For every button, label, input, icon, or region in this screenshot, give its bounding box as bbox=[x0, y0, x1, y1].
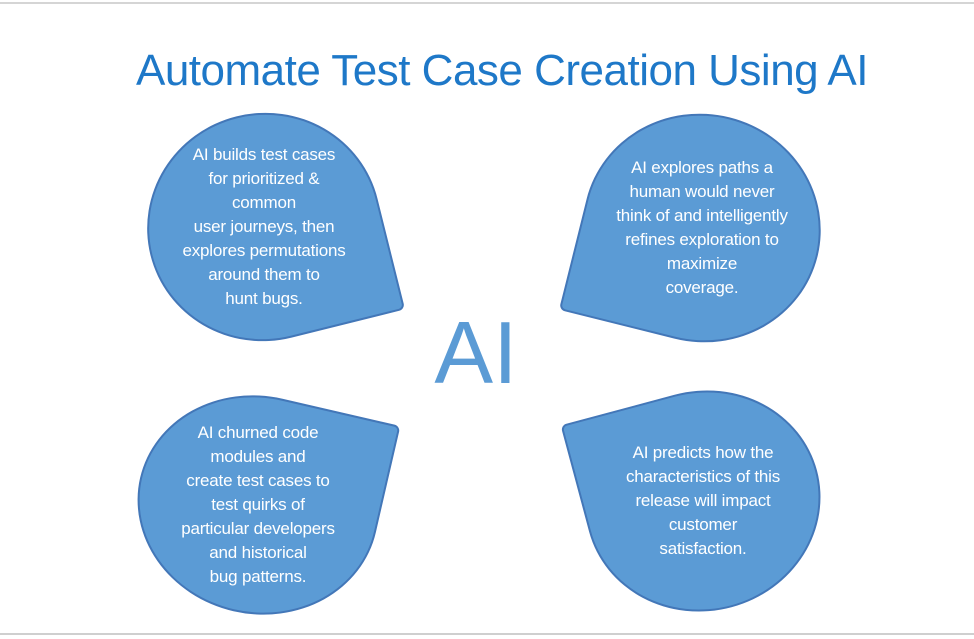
callout-top-right: AI explores paths a human would never th… bbox=[558, 88, 846, 368]
callout-text-top-left: AI builds test cases for prioritized & c… bbox=[182, 145, 346, 308]
callout-bottom-right: AI predicts how the characteristics of t… bbox=[560, 364, 846, 638]
page-title: Automate Test Case Creation Using AI bbox=[135, 46, 869, 95]
callout-text-top-right: AI explores paths a human would never th… bbox=[616, 158, 788, 297]
callout-text-bottom-right: AI predicts how the characteristics of t… bbox=[625, 443, 781, 558]
center-ai-label: AI bbox=[434, 303, 518, 402]
callout-text-bottom-left: AI churned code modules and create test … bbox=[181, 423, 335, 586]
top-divider bbox=[0, 2, 974, 4]
callout-bottom-left: AI churned code modules and create test … bbox=[115, 371, 401, 639]
callout-top-left: AI builds test cases for prioritized & c… bbox=[122, 88, 406, 366]
bottom-divider bbox=[0, 633, 974, 635]
